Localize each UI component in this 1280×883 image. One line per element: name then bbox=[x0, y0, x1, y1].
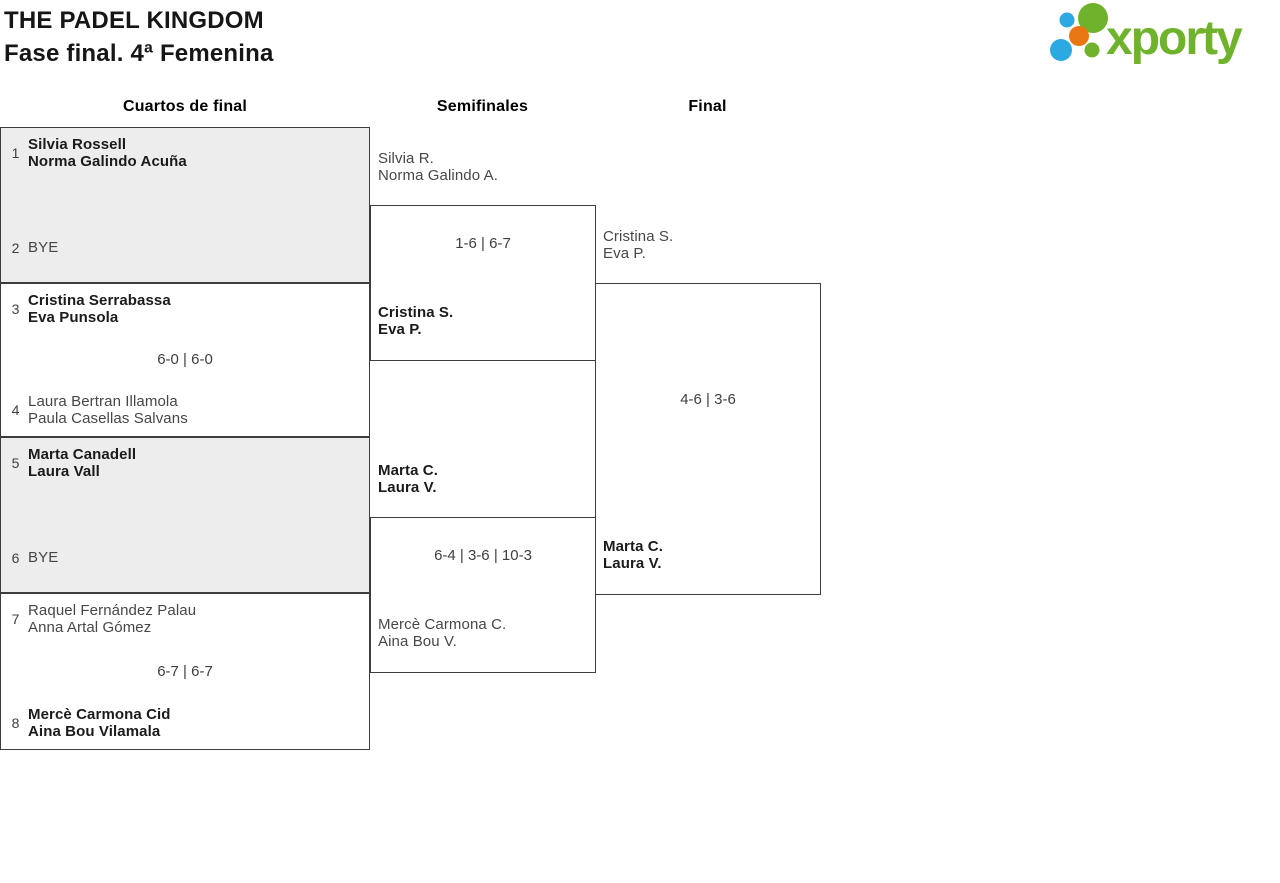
seed-number: 4 bbox=[11, 402, 20, 418]
team-slot: 6 BYE bbox=[7, 549, 361, 566]
team-names: Laura Bertran Illamola Paula Casellas Sa… bbox=[28, 393, 188, 427]
match-score: 1-6 | 6-7 bbox=[455, 235, 511, 252]
seed-number: 6 bbox=[11, 549, 20, 566]
team-names: Silvia Rossell Norma Galindo Acuña bbox=[28, 136, 187, 170]
team-slot: 8 Mercè Carmona Cid Aina Bou Vilamala bbox=[7, 706, 361, 740]
team-names: Silvia R. Norma Galindo A. bbox=[378, 150, 498, 184]
match-final[interactable]: Cristina S. Eva P. 4-6 | 3-6 Marta C. La… bbox=[595, 228, 821, 595]
team-names: Mercè Carmona Cid Aina Bou Vilamala bbox=[28, 706, 171, 740]
seed-number: 7 bbox=[11, 611, 20, 627]
match-qf-1[interactable]: 1 Silvia Rossell Norma Galindo Acuña 2 B… bbox=[0, 127, 370, 283]
team-slot: 3 Cristina Serrabassa Eva Punsola bbox=[7, 292, 361, 326]
team-slot: 5 Marta Canadell Laura Vall bbox=[7, 446, 361, 480]
round-header-final: Final bbox=[688, 98, 727, 115]
xporty-logo[interactable]: xporty bbox=[1046, 3, 1276, 71]
round-header-semifinals: Semifinales bbox=[436, 98, 529, 115]
team-slot: 1 Silvia Rossell Norma Galindo Acuña bbox=[7, 136, 361, 170]
seed-number: 5 bbox=[11, 455, 20, 471]
match-score: 4-6 | 3-6 bbox=[680, 391, 736, 408]
match-sf-2[interactable]: Marta C. Laura V. 6-4 | 3-6 | 10-3 Mercè… bbox=[370, 462, 596, 673]
team-names: Mercè Carmona C. Aina Bou V. bbox=[378, 616, 507, 650]
team-names: BYE bbox=[28, 239, 59, 256]
match-qf-4[interactable]: 7 Raquel Fernández Palau Anna Artal Góme… bbox=[0, 593, 370, 750]
team-names: Cristina Serrabassa Eva Punsola bbox=[28, 292, 171, 326]
match-score: 6-4 | 3-6 | 10-3 bbox=[434, 547, 532, 564]
seed-number: 3 bbox=[11, 301, 20, 317]
match-score: 6-0 | 6-0 bbox=[157, 351, 213, 368]
team-names: Cristina S. Eva P. bbox=[603, 228, 674, 262]
team-names: Marta C. Laura V. bbox=[603, 538, 663, 572]
team-slot: 2 BYE bbox=[7, 239, 361, 256]
tournament-name: THE PADEL KINGDOM bbox=[4, 7, 264, 34]
seed-number: 8 bbox=[11, 715, 20, 731]
xporty-wordmark: xporty bbox=[1106, 12, 1243, 65]
xporty-dots-icon bbox=[1050, 3, 1108, 61]
match-qf-2[interactable]: 3 Cristina Serrabassa Eva Punsola 6-0 | … bbox=[0, 283, 370, 437]
team-names: Raquel Fernández Palau Anna Artal Gómez bbox=[28, 602, 197, 636]
team-names: Cristina S. Eva P. bbox=[378, 304, 454, 338]
team-names: BYE bbox=[28, 549, 59, 566]
team-names: Marta C. Laura V. bbox=[378, 462, 438, 496]
match-sf-1[interactable]: Silvia R. Norma Galindo A. 1-6 | 6-7 Cri… bbox=[370, 150, 596, 361]
team-slot: 4 Laura Bertran Illamola Paula Casellas … bbox=[7, 393, 361, 427]
page-title: THE PADEL KINGDOM Fase final. 4ª Femenin… bbox=[4, 4, 274, 70]
seed-number: 2 bbox=[11, 239, 20, 256]
phase-category: Fase final. 4ª Femenina bbox=[4, 40, 274, 67]
team-names: Marta Canadell Laura Vall bbox=[28, 446, 137, 480]
team-slot: 7 Raquel Fernández Palau Anna Artal Góme… bbox=[7, 602, 361, 636]
match-score: 6-7 | 6-7 bbox=[157, 662, 213, 680]
seed-number: 1 bbox=[11, 145, 20, 161]
round-header-quarterfinals: Cuartos de final bbox=[122, 98, 248, 115]
match-qf-3[interactable]: 5 Marta Canadell Laura Vall 6 BYE bbox=[0, 437, 370, 593]
